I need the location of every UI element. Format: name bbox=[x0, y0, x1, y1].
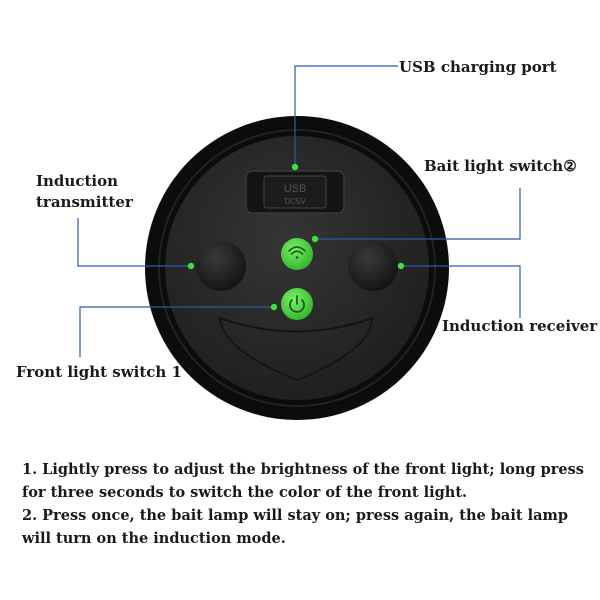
bait-callout-dot bbox=[311, 235, 319, 243]
instruction-1: 1. Lightly press to adjust the brightnes… bbox=[22, 461, 584, 501]
induction-transmitter-label: Induction transmitter bbox=[36, 171, 133, 213]
induction-transmitter-label-line1: Induction bbox=[36, 172, 118, 190]
device-ring-highlight bbox=[158, 129, 436, 407]
bait-light-switch-label: Bait light switch② bbox=[424, 157, 577, 175]
usb-port: USB DC5V bbox=[245, 170, 345, 214]
induction-transmitter-sensor bbox=[196, 241, 246, 291]
transmitter-callout-line bbox=[77, 218, 190, 267]
usb-port-text: USB bbox=[284, 183, 307, 195]
induction-transmitter-label-line2: transmitter bbox=[36, 193, 133, 211]
power-icon bbox=[289, 295, 305, 313]
device-diagram: USB DC5V bbox=[77, 65, 521, 420]
front-light-switch-label: Front light switch 1 bbox=[16, 363, 182, 381]
callout-lines bbox=[77, 65, 521, 357]
callout-dots bbox=[187, 163, 405, 311]
usb-charging-port-label: USB charging port bbox=[399, 58, 557, 76]
bait-callout-line bbox=[314, 188, 521, 240]
transmitter-callout-dot bbox=[187, 262, 195, 270]
front-light-switch[interactable] bbox=[281, 288, 313, 320]
receiver-callout-line bbox=[401, 265, 521, 318]
induction-receiver-label: Induction receiver bbox=[442, 317, 598, 335]
face-lower-groove bbox=[218, 316, 374, 382]
instructions: 1. Lightly press to adjust the brightnes… bbox=[22, 458, 592, 550]
bait-light-switch[interactable] bbox=[281, 238, 313, 270]
front-callout-dot bbox=[270, 303, 278, 311]
usb-port-voltage: DC5V bbox=[284, 197, 306, 206]
instruction-2: 2. Press once, the bait lamp will stay o… bbox=[22, 507, 568, 547]
induction-receiver-sensor bbox=[348, 241, 398, 291]
wifi-icon bbox=[288, 246, 306, 259]
usb-callout-dot bbox=[291, 163, 299, 171]
usb-callout-line bbox=[294, 65, 398, 166]
front-callout-line bbox=[79, 306, 274, 357]
receiver-callout-dot bbox=[397, 262, 405, 270]
